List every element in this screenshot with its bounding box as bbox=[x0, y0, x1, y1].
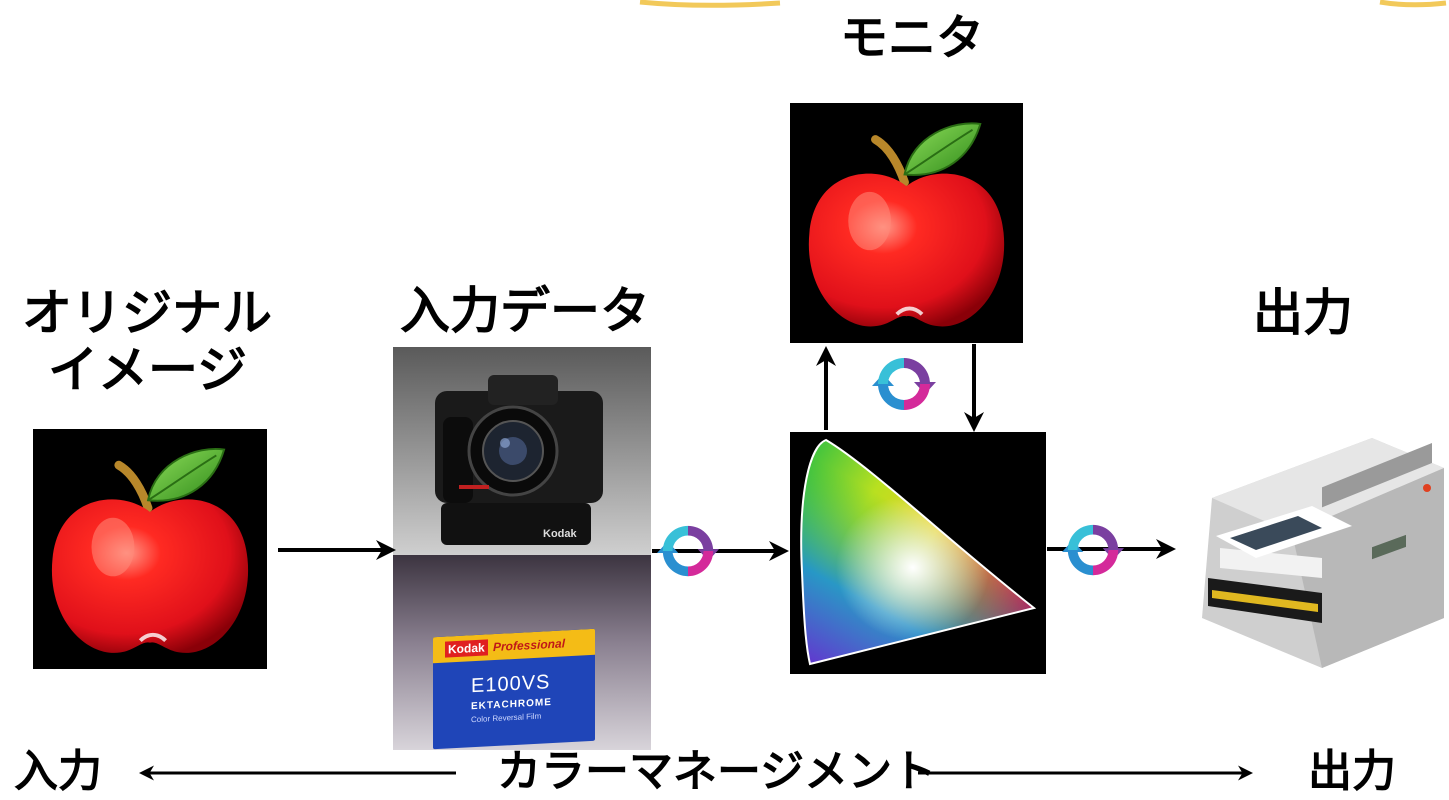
original-apple-panel bbox=[33, 429, 267, 669]
camera-photo: Kodak bbox=[393, 347, 651, 555]
film-subtitle-text: Color Reversal Film bbox=[471, 711, 542, 725]
cie-gamut-icon bbox=[800, 438, 1037, 666]
film-name-text: EKTACHROME bbox=[471, 697, 552, 713]
original-image-label-line2: イメージ bbox=[48, 341, 247, 399]
color-cycle-icon bbox=[1062, 524, 1124, 576]
cie-gamut-panel bbox=[790, 432, 1046, 674]
film-brand-text: Kodak bbox=[445, 639, 488, 658]
bottom-output-label: 出力 bbox=[1308, 746, 1396, 797]
monitor-apple-panel bbox=[790, 103, 1023, 343]
film-line-text: Professional bbox=[493, 636, 566, 655]
apple-icon bbox=[33, 429, 267, 669]
camera-brand-text: Kodak bbox=[543, 528, 578, 540]
film-photo: Kodak Professional E100VS EKTACHROME Col… bbox=[393, 555, 651, 750]
film-box-icon: Kodak Professional E100VS EKTACHROME Col… bbox=[433, 628, 595, 750]
camera-icon: Kodak bbox=[435, 375, 603, 545]
apple-icon bbox=[790, 103, 1023, 343]
color-cycle-icon bbox=[872, 358, 936, 410]
bottom-input-label: 入力 bbox=[14, 746, 102, 797]
film-code-text: E100VS bbox=[471, 671, 551, 698]
printer-icon bbox=[1202, 438, 1444, 668]
monitor-label: モニタ bbox=[840, 10, 985, 66]
color-cycle-icon bbox=[657, 525, 719, 577]
top-decoration bbox=[620, 0, 1449, 10]
color-management-label: カラーマネージメント bbox=[497, 746, 937, 797]
output-label: 出力 bbox=[1253, 284, 1353, 342]
original-image-label-line1: オリジナル bbox=[22, 284, 272, 342]
printer-photo bbox=[1172, 428, 1449, 670]
input-data-label: 入力データ bbox=[400, 282, 650, 340]
